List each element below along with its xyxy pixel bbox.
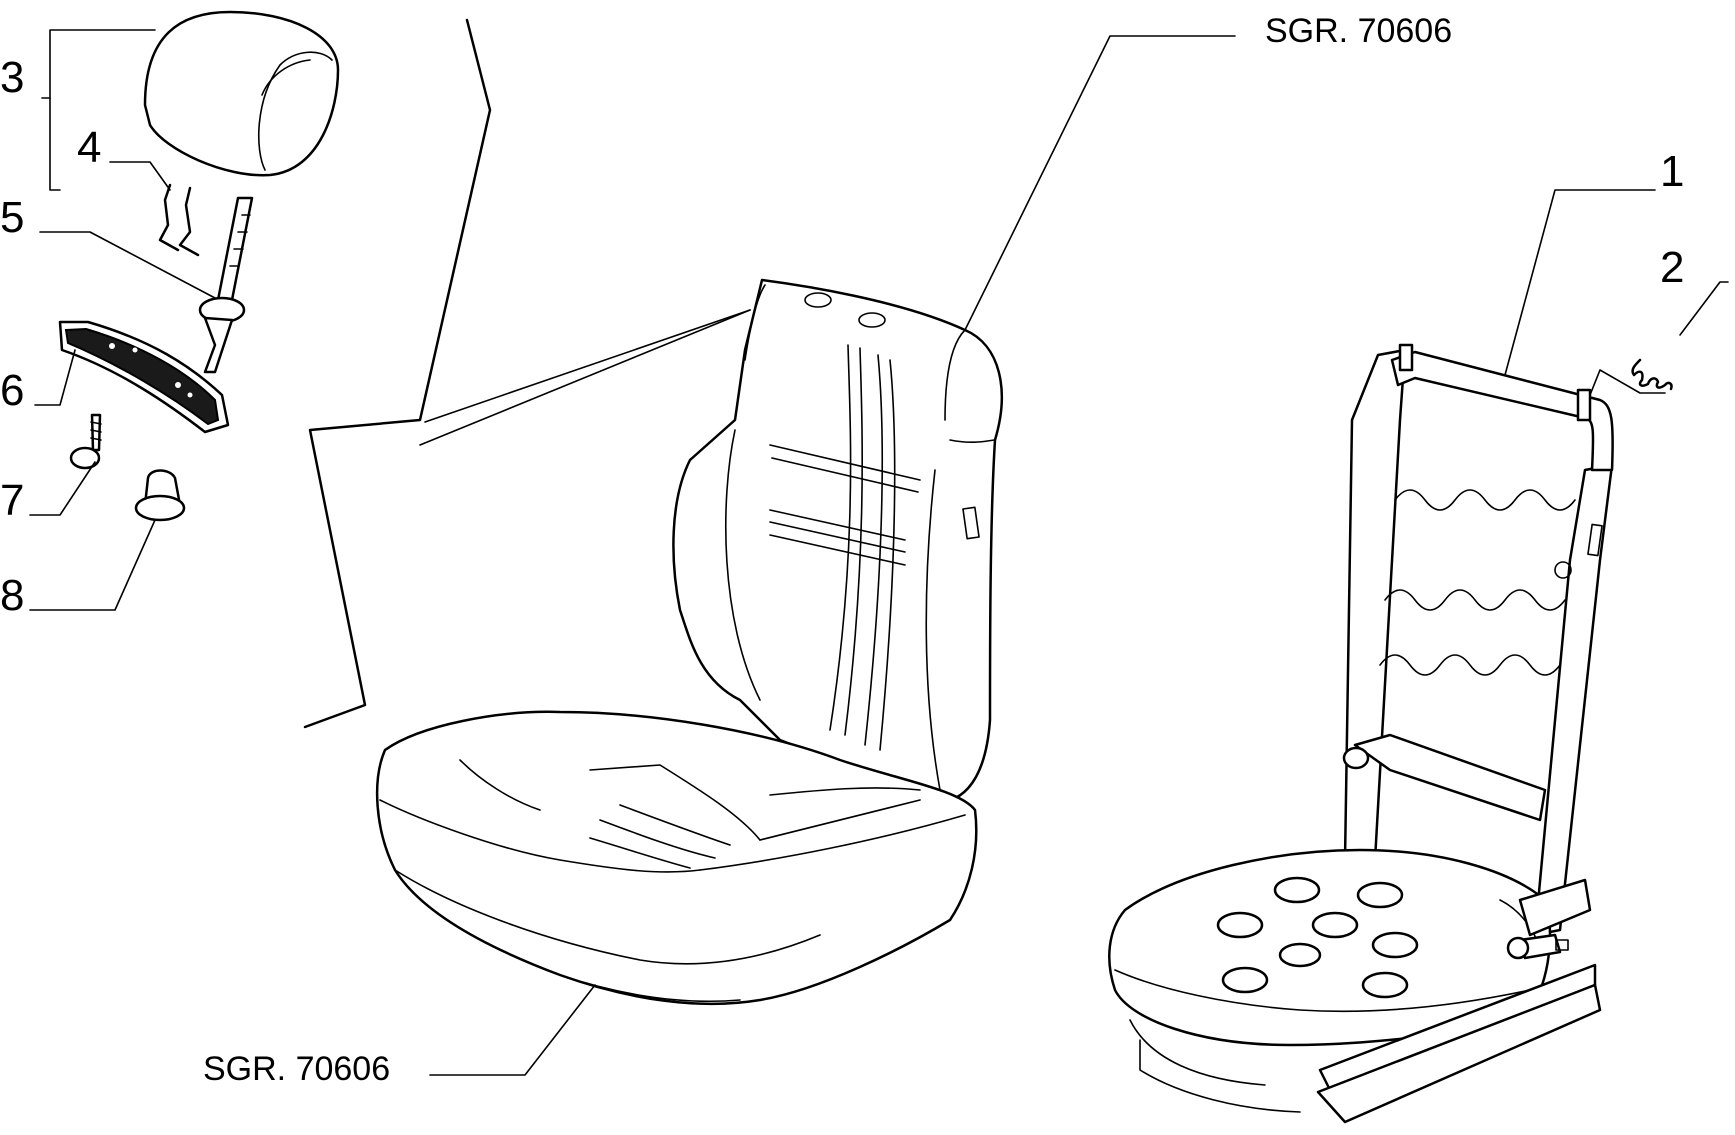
label-1: 1	[1660, 147, 1684, 196]
part-labels: 3 4 5 6 7 8 1 2 SGR. 70606 SGR. 70606	[0, 12, 1684, 1088]
wire-clips-part	[158, 183, 200, 257]
section-divider	[303, 18, 492, 729]
complete-seat	[375, 278, 1003, 1006]
screw-part	[69, 413, 102, 470]
label-6: 6	[0, 366, 24, 415]
headrest-part	[143, 10, 340, 177]
leader-lines	[29, 29, 1729, 1076]
guide-rod-part	[198, 196, 254, 374]
label-5: 5	[0, 193, 24, 242]
label-4: 4	[77, 123, 101, 172]
spring-clip-part	[1631, 358, 1673, 391]
label-8: 8	[0, 571, 24, 620]
seat-frame	[1108, 343, 1614, 1124]
reference-label-top: SGR. 70606	[1265, 12, 1452, 50]
label-3: 3	[0, 53, 24, 102]
plug-part	[134, 469, 186, 522]
label-2: 2	[1660, 243, 1684, 292]
reference-label-bottom: SGR. 70606	[203, 1050, 390, 1088]
trim-plate-part	[58, 320, 230, 434]
label-7: 7	[0, 476, 24, 525]
